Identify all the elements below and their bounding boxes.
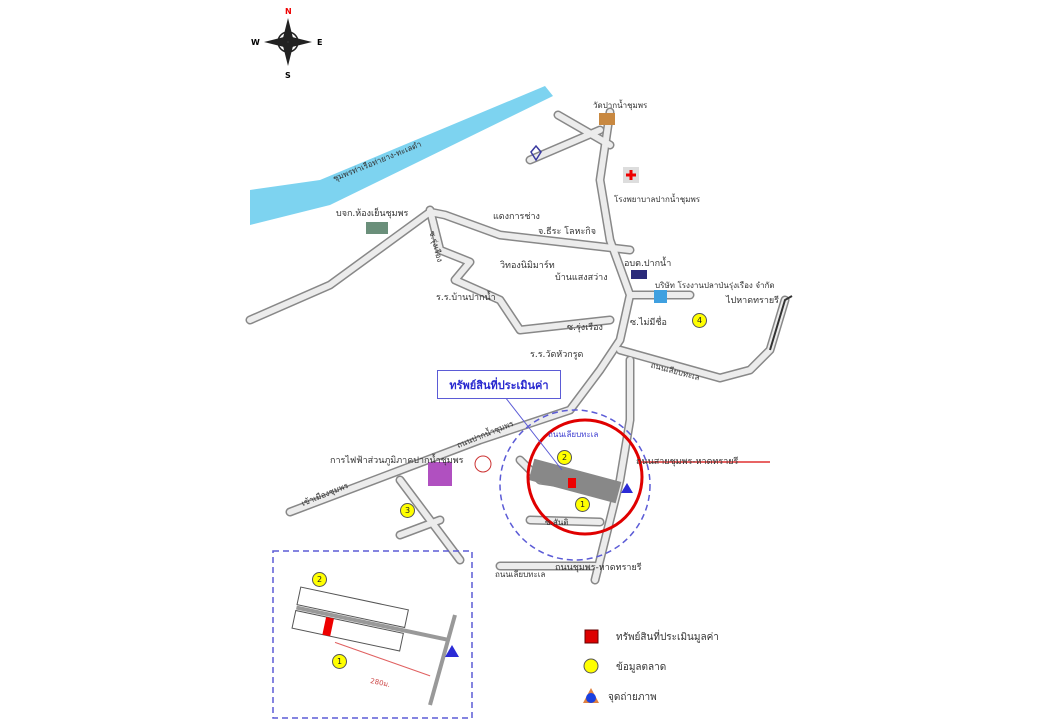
warehouse-icon: [366, 222, 388, 234]
marker-4: 4: [692, 313, 707, 328]
south-road2-label: ถนนชุมพร-หาดทรายรี: [555, 563, 642, 573]
compass-n: N: [285, 7, 292, 16]
callout-leader: [504, 396, 563, 471]
subject-callout: ทรัพย์สินที่ประเมินค่า: [437, 370, 561, 399]
school-huakrut-label: ร.ร.วัดหัวกรูด: [530, 350, 584, 360]
inset-photo-icon: [445, 645, 459, 657]
baan-saeng-label: บ้านแสงสว่าง: [555, 273, 608, 283]
inset-frame: [272, 550, 473, 719]
inset-marker-1: 1: [332, 654, 347, 669]
compass-w: W: [251, 38, 260, 47]
marker-1: 1: [575, 497, 590, 512]
sairee-road-label: ถนนสายชุมพร-หาดทรายรี: [636, 457, 739, 467]
marker-2: 2: [557, 450, 572, 465]
south-road1-label: ถนนเลียบทะเล: [495, 570, 546, 579]
legend-subject-icon: [584, 629, 599, 644]
legend-photo-label: จุดถ่ายภาพ: [608, 692, 657, 703]
river: [250, 86, 553, 225]
market-icon: [428, 462, 452, 486]
cold-storage-label: บจก.ห้องเย็นชุมพร: [336, 209, 409, 219]
obt-label: อบต.ปากน้ำ: [624, 259, 672, 269]
hospital-label: โรงพยาบาลปากน้ำชุมพร: [614, 195, 701, 204]
road-to-sairee: [769, 295, 793, 351]
inset-plan: [291, 586, 449, 677]
compass-e: E: [317, 38, 323, 47]
soi-santi-label: ซ.สันติ: [545, 518, 569, 527]
pea-label: การไฟฟ้าส่วนภูมิภาคปากน้ำชุมพร: [330, 456, 464, 466]
near-subject-label: ถนนเลียบทะเล: [548, 430, 599, 439]
temple-icon: [599, 113, 615, 125]
compass-s: S: [285, 71, 291, 80]
soi-rungruang-label: ซ.รุ่งเรือง: [567, 323, 603, 333]
theera-label: จ.ธีระ โลหะกิจ: [538, 227, 596, 237]
marker-3: 3: [400, 503, 415, 518]
photo-point-icon: [621, 483, 633, 493]
soi-nameless-label: ซ.ไม่มีชื่อ: [630, 318, 667, 328]
buffer-circle: [499, 409, 651, 561]
compass-rose-icon: [264, 18, 312, 66]
legend-subject-label: ทรัพย์สินที่ประเมินมูลค่า: [616, 632, 719, 643]
to-sairee-label: ไปหาดทรายรี: [726, 296, 779, 306]
bank-icon: [530, 144, 542, 162]
pt-station-icon: [474, 455, 492, 473]
legend-market-label: ข้อมูลตลาด: [616, 662, 667, 673]
legend-market-icon: [583, 658, 599, 674]
hospital-cross: [626, 170, 636, 180]
factory-label: บริษัท โรงงานปลาป่นรุ่งเรือง จำกัด: [655, 281, 775, 290]
wittong-label: วิทองนิมิมาร์ท: [500, 261, 555, 271]
school-paknam-label: ร.ร.บ้านปากน้ำ: [436, 293, 496, 303]
subject-highlight-circle: [526, 418, 644, 536]
subject-plot: [568, 478, 576, 488]
inset-road: [428, 614, 457, 706]
inset-marker-2: 2: [312, 572, 327, 587]
daeng-label: แดงการช่าง: [493, 212, 540, 222]
factory-u-icon: [654, 290, 667, 303]
government-icon: [631, 270, 647, 279]
temple-label: วัดปากน้ำชุมพร: [593, 101, 648, 110]
